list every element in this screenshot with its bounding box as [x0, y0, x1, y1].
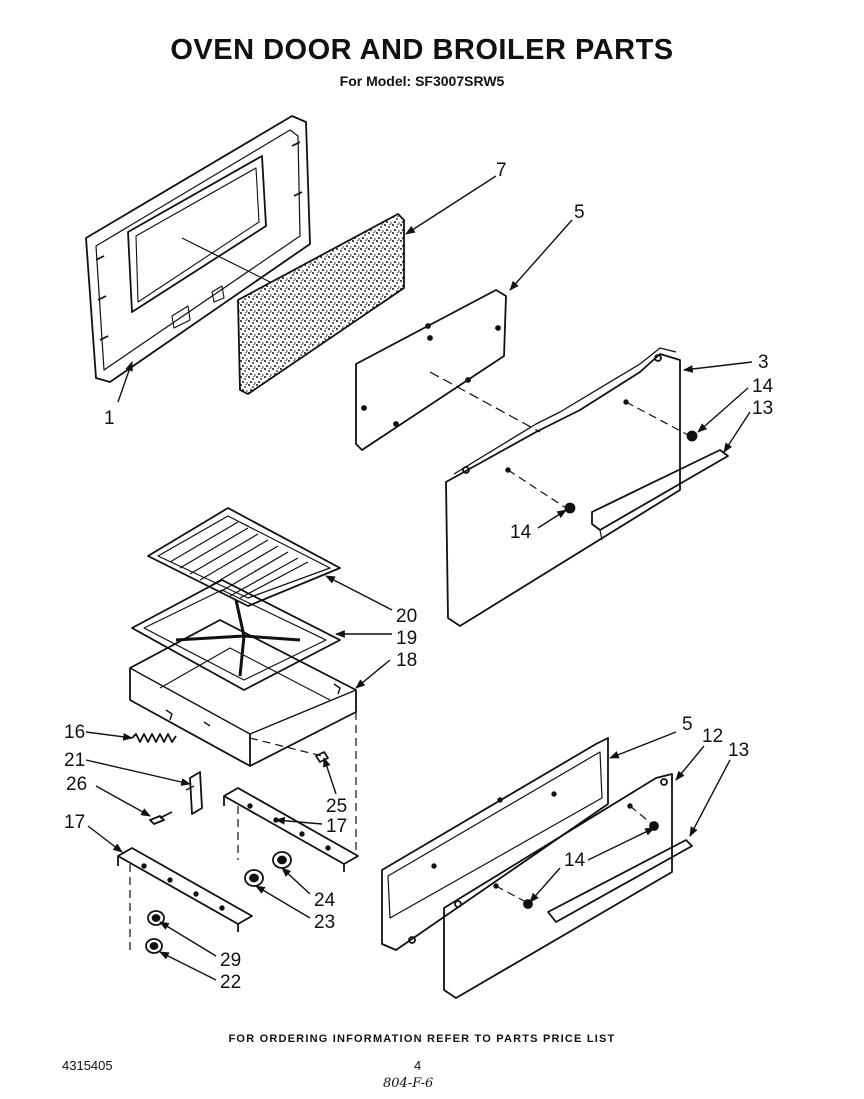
ordering-note: FOR ORDERING INFORMATION REFER TO PARTS … [228, 1033, 616, 1045]
callout-5-upper: 5 [574, 202, 585, 223]
callout-17-right: 17 [326, 816, 347, 837]
callout-leaders [85, 175, 753, 981]
broiler-rail-left [117, 847, 253, 932]
assembly-leaders [129, 712, 357, 950]
callout-numbers: 1 7 5 3 14 13 14 20 19 18 16 21 26 25 17… [64, 160, 774, 993]
callout-16: 16 [64, 722, 85, 743]
callout-13-upper: 13 [752, 398, 773, 419]
roller-pair [244, 851, 292, 887]
inner-door-frame [85, 115, 311, 383]
broiler-door-inner-panel [381, 737, 609, 951]
door-insulation [237, 213, 405, 395]
callout-14-lower: 14 [564, 850, 586, 871]
inner-door-panel [355, 289, 541, 451]
callout-26: 26 [66, 774, 87, 795]
callout-17-left: 17 [64, 812, 85, 833]
callout-14-upper-right: 14 [752, 376, 774, 397]
callout-1: 1 [104, 408, 115, 429]
callout-13-lower: 13 [728, 740, 749, 761]
screw [149, 811, 173, 825]
callout-5-lower: 5 [682, 714, 693, 735]
document-number: 4315405 [62, 1058, 113, 1073]
spring [131, 733, 177, 743]
broiler-latch [185, 771, 203, 815]
page-number: 4 [414, 1058, 422, 1073]
callout-22: 22 [220, 972, 241, 993]
callout-23: 23 [314, 912, 335, 933]
model-subtitle: For Model: SF3007SRW5 [339, 73, 505, 89]
callout-25: 25 [326, 796, 347, 817]
page-title: OVEN DOOR AND BROILER PARTS [170, 34, 674, 66]
callout-29: 29 [220, 950, 241, 971]
callout-3: 3 [758, 352, 769, 373]
callout-20: 20 [396, 606, 417, 627]
callout-24: 24 [314, 890, 336, 911]
callout-21: 21 [64, 750, 85, 771]
outer-oven-door [445, 347, 729, 627]
roller-pair-lower [145, 910, 165, 954]
broiler-door-outer [443, 773, 693, 999]
clip [315, 751, 329, 763]
handwritten-note: 804-F-6 [383, 1076, 434, 1091]
broiler-pan-insert [131, 579, 341, 691]
callout-18: 18 [396, 650, 417, 671]
callout-14-upper-left: 14 [510, 522, 532, 543]
callout-19: 19 [396, 628, 417, 649]
callout-12: 12 [702, 726, 723, 747]
callout-7: 7 [496, 160, 507, 181]
